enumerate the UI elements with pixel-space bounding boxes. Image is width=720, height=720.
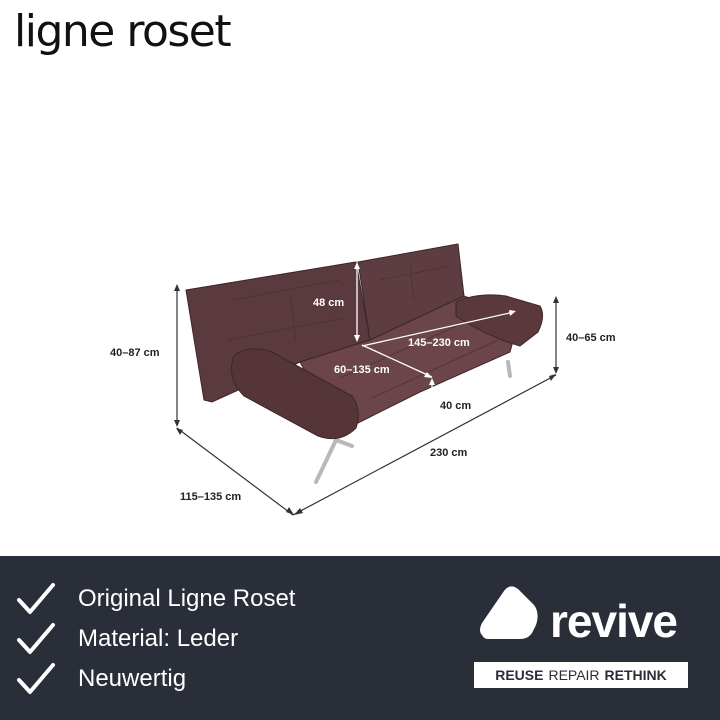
feature-label: Original Ligne Roset [78,585,296,612]
dimension-seat-depth: 60–135 cm [334,364,390,376]
feature-item: Original Ligne Roset [16,581,295,617]
feature-label: Neuwertig [78,665,187,692]
checkmark-icon [17,583,55,614]
dimension-lying-length: 145–230 cm [408,337,470,349]
tagline-rethink: RETHINK [604,667,667,683]
revive-wordmark: revive [550,595,678,647]
dimension-depth: 115–135 cm [180,491,242,503]
feature-item: Material: Leder [16,621,238,657]
feature-label: Material: Leder [78,625,239,652]
sofa-product-image [174,243,559,516]
revive-logo-icon [480,586,538,639]
tagline-repair: REPAIR [548,667,600,683]
dimension-backrest-height: 48 cm [313,297,345,309]
dimension-seat-height: 40 cm [440,400,472,412]
footer-banner [0,556,720,720]
tagline-reuse: REUSE [495,667,544,683]
dimension-width: 230 cm [430,447,468,459]
dimension-armrest-height: 40–65 cm [566,332,616,344]
revive-tagline: REUSE REPAIR RETHINK [474,662,688,688]
feature-item: Neuwertig [16,661,186,697]
checkmark-icon [17,663,55,694]
ligne-roset-logo: ligne roset [14,6,232,57]
dimension-total-height: 40–87 cm [110,347,160,359]
checkmark-icon [17,623,55,654]
